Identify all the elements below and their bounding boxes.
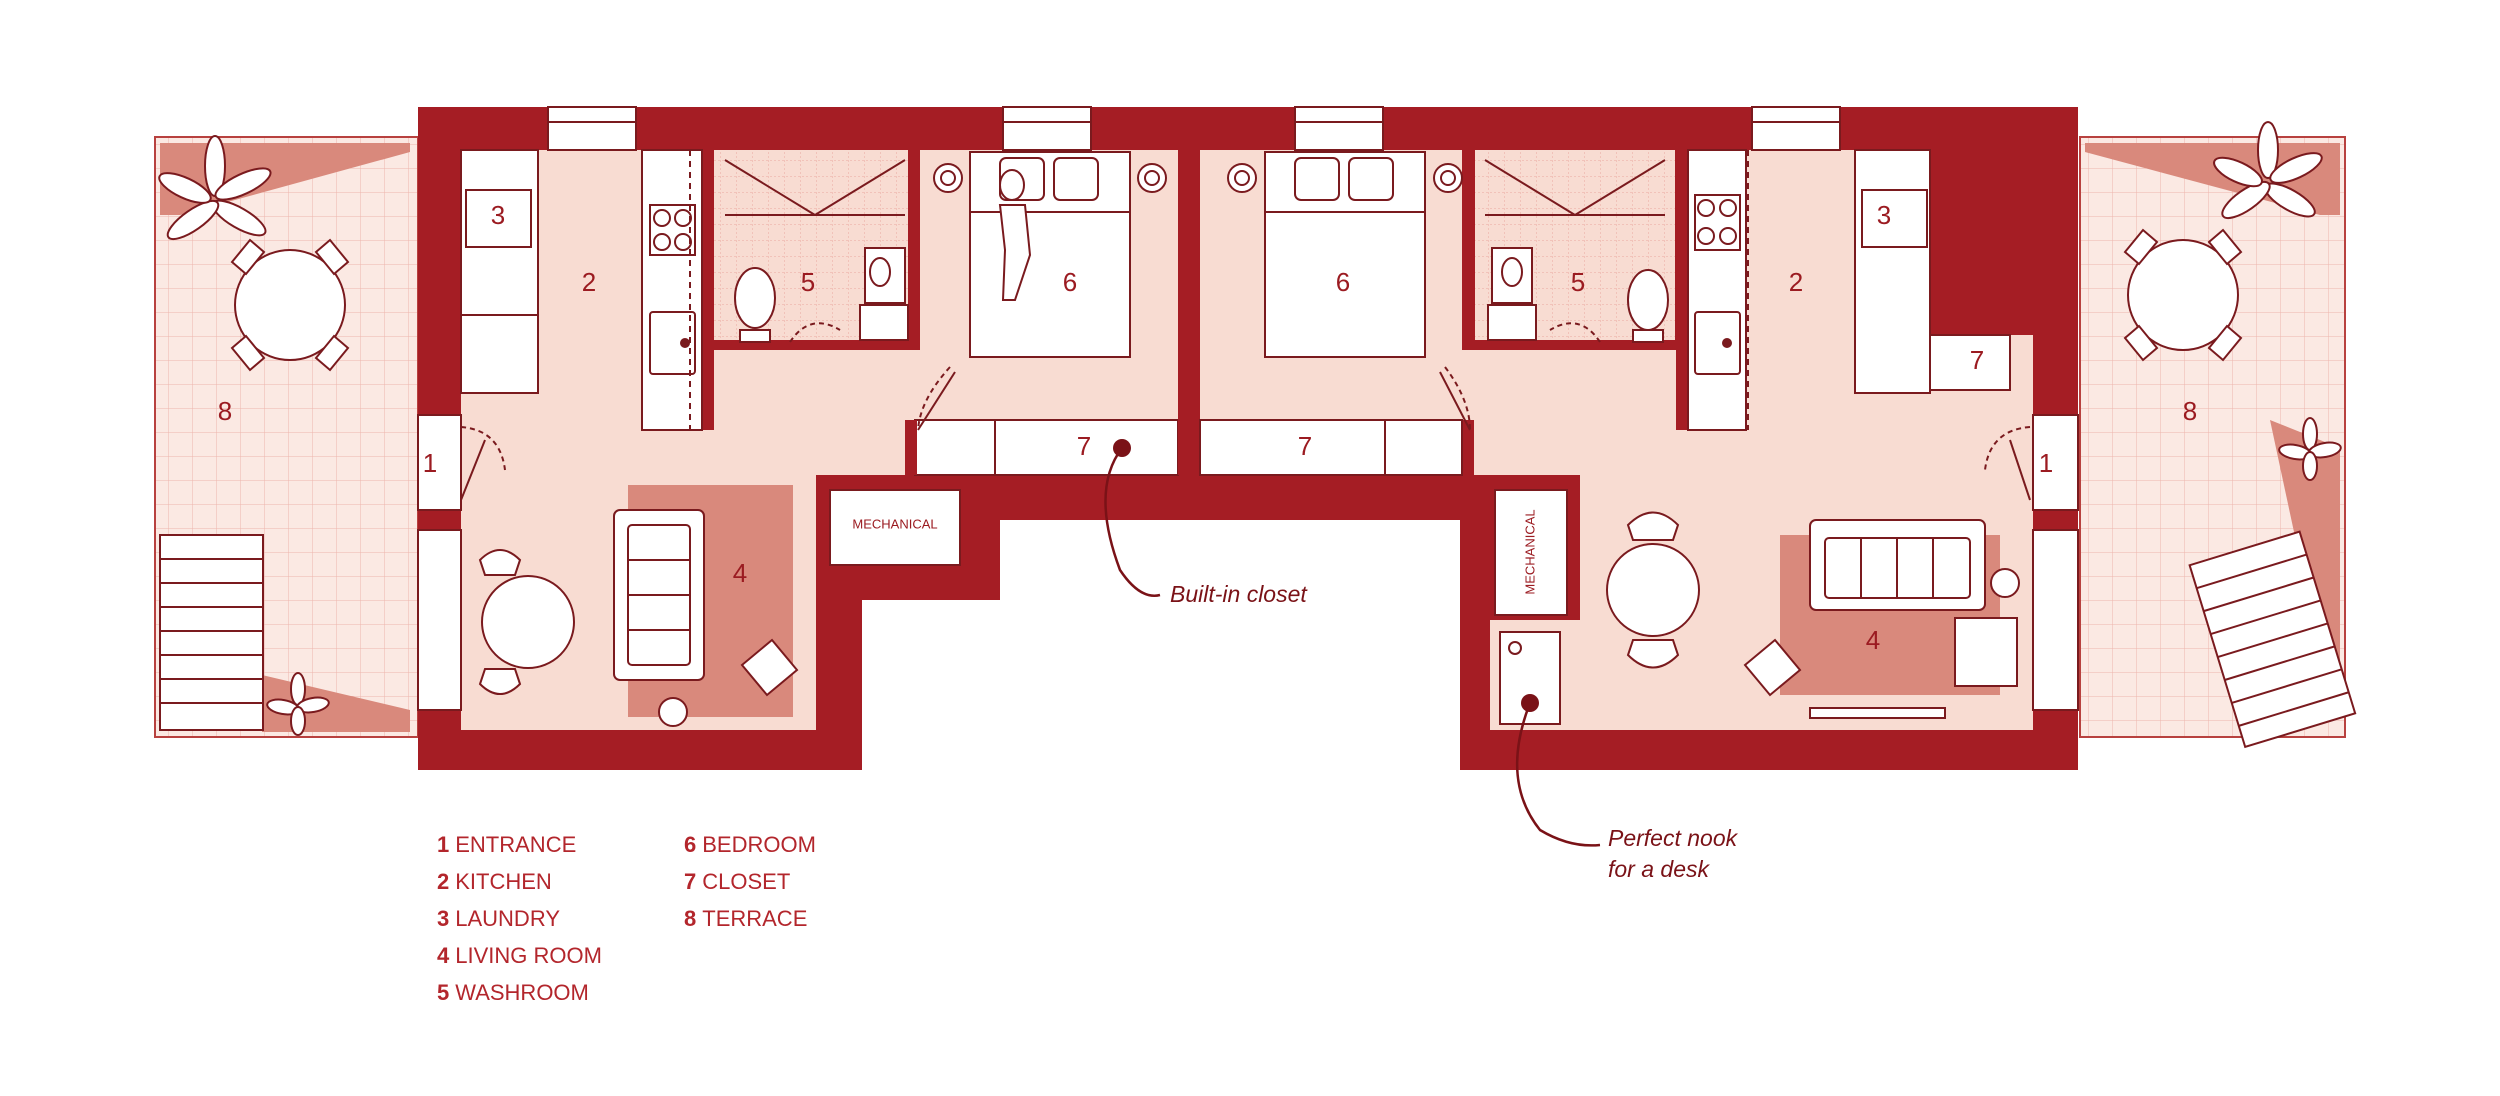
living-right [1606,511,2020,719]
kitchen-left [460,149,703,431]
mechanical-right [1494,489,1568,616]
room-label-washroom: 5 [1571,267,1585,297]
room-label-terrace: 8 [2183,396,2197,426]
room-labels-right: 6 7 5 2 3 7 4 1 8 MECHANICAL [1298,200,2197,655]
plant-icon [158,121,2342,736]
room-label-terrace: 8 [218,396,232,426]
desk-nook [1499,631,1561,725]
room-label-laundry: 3 [1877,200,1891,230]
mechanical-label: MECHANICAL [852,516,937,531]
room-label-living: 4 [1866,625,1880,655]
callout-text: for a desk [1608,856,1710,882]
room-label-kitchen: 2 [582,267,596,297]
room-label-kitchen: 2 [1789,267,1803,297]
mechanical-label: MECHANICAL [1522,509,1537,594]
closet-left [914,419,1179,476]
callout-desk-nook: Perfect nook for a desk [1515,694,1739,882]
room-labels-left: 3 2 5 6 7 4 1 8 MECHANICAL [218,200,1091,588]
kitchen-right [1687,149,1931,431]
room-label-entrance: 1 [2039,448,2053,478]
room-label-closet: 7 [1970,345,1984,375]
bed-left [933,151,1167,358]
callout-built-in-closet: Built-in closet [1104,439,1308,607]
room-label-living: 4 [733,558,747,588]
room-label-entrance: 1 [423,448,437,478]
callout-text: Built-in closet [1170,581,1308,607]
closet-right [1199,419,1463,476]
washroom-left [724,159,909,343]
living-left [478,485,799,727]
room-label-bedroom: 6 [1063,267,1077,297]
room-label-closet: 7 [1077,431,1091,461]
room-label-washroom: 5 [801,267,815,297]
terrace-right [2079,136,2357,749]
doors [460,322,2031,501]
room-label-bedroom: 6 [1336,267,1350,297]
room-label-laundry: 3 [491,200,505,230]
bed-right [1227,151,1463,358]
terrace-table-left [230,238,350,372]
windows [417,106,2079,711]
terrace-table-right [2123,228,2243,362]
callout-text: Perfect nook [1608,825,1739,851]
mechanical-left [829,489,961,566]
room-label-closet: 7 [1298,431,1312,461]
washroom-right [1484,159,1669,343]
